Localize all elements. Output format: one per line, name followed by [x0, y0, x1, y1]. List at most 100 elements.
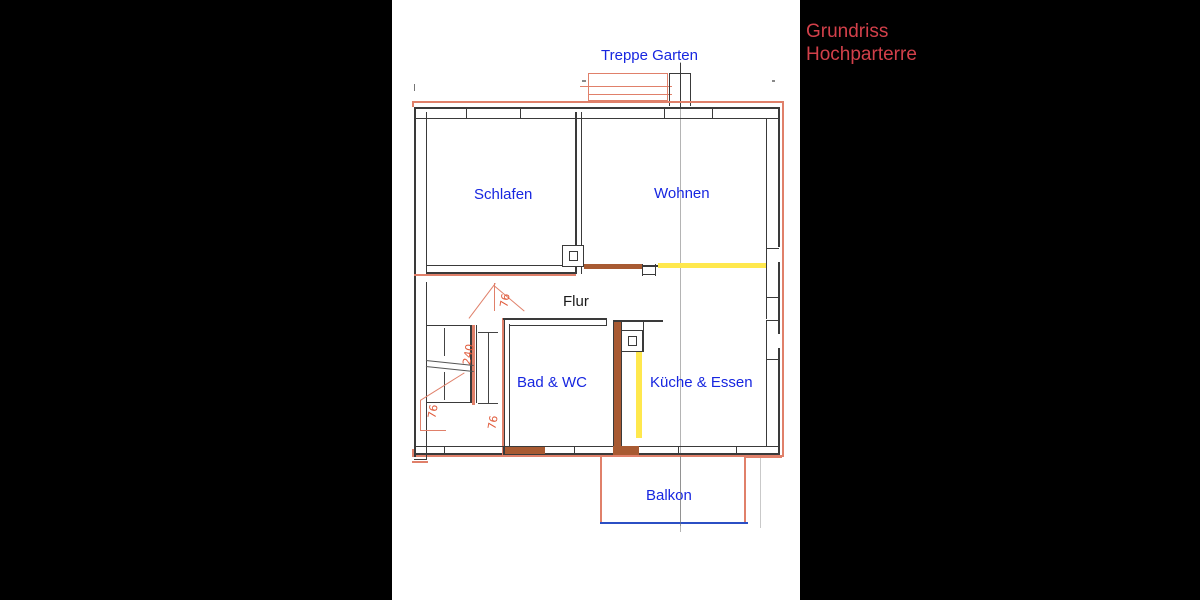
- label-treppe-garten: Treppe Garten: [601, 47, 698, 64]
- flur-wall-left-stub: [426, 265, 427, 274]
- schlafen-wall-bottom-inner: [426, 265, 576, 266]
- stair-red-triangle-upper: [468, 283, 496, 319]
- balkon-wall-right: [744, 456, 746, 524]
- partition-wall-kueche: [614, 322, 621, 446]
- scan-mark-mid: [582, 80, 586, 82]
- top-wall-tick-1: [466, 108, 467, 119]
- right-wall-reveal-1: [766, 248, 779, 249]
- balkon-rail-front: [600, 522, 748, 524]
- right-wall-inner-c: [766, 297, 767, 319]
- bad-wall-top-inner: [509, 325, 607, 326]
- pillar-box-kueche-inner: [628, 336, 637, 346]
- outer-wall-top-inner: [416, 118, 780, 119]
- highlight-wall-kueche: [636, 334, 642, 438]
- plan-title-line2: Hochparterre: [806, 44, 917, 65]
- label-balkon: Balkon: [646, 487, 692, 504]
- right-wall-inner-d: [766, 320, 767, 360]
- bottom-threshold-bad: [505, 447, 545, 454]
- handwritten-dimension-3: 76: [425, 403, 441, 420]
- outer-wall-bottom: [414, 453, 780, 455]
- bad-wall-left-red: [502, 318, 504, 456]
- bad-dim-arrow: [488, 332, 489, 404]
- red-overlay-left: [412, 101, 414, 107]
- stair-red-vert-lower: [420, 400, 421, 430]
- stair-arrow-down: [444, 372, 445, 400]
- bottom-wall-tick-4: [678, 446, 679, 455]
- right-wall-reveal-4: [766, 359, 779, 360]
- door-leaf-wohnen: [642, 274, 656, 275]
- left-return-wall: [426, 447, 427, 459]
- balkon-right-axis: [760, 456, 761, 528]
- door-jamb-wohnen: [642, 264, 643, 276]
- stair-bottom-edge: [427, 402, 472, 403]
- left-return-wall-red: [412, 461, 428, 463]
- plan-paper: Grundriss Hochparterre Treppe Garten: [392, 0, 917, 600]
- stair-red-vert-upper: [494, 283, 495, 311]
- bad-dim-cap-top: [478, 332, 498, 333]
- scan-mark-right: [772, 80, 775, 82]
- door-threshold-wohnen: [584, 264, 642, 269]
- left-return-wall-h: [414, 459, 427, 460]
- treppe-garten-step-1: [580, 86, 672, 87]
- plan-title: Grundriss Hochparterre: [806, 20, 917, 66]
- stair-wall-right-outer: [470, 325, 472, 403]
- scan-mark-left: [414, 84, 415, 91]
- outer-wall-right-mid: [778, 262, 780, 334]
- bottom-wall-inner: [416, 446, 780, 447]
- outer-wall-left-inner-lower: [426, 282, 427, 448]
- bad-wall-left-outer: [503, 318, 505, 454]
- bad-dim-cap-bottom: [478, 403, 498, 404]
- red-overlay-left-lower: [412, 449, 414, 457]
- partition-wall-kueche-outline-l: [613, 322, 614, 446]
- highlight-wall-wohnen: [658, 263, 766, 268]
- treppe-garten-arrow-stem: [680, 63, 681, 107]
- stair-wall-right-inner: [476, 325, 477, 403]
- stair-arrow-up: [444, 328, 445, 356]
- kueche-pillar-cap: [643, 320, 644, 352]
- stair-top-edge: [427, 325, 472, 326]
- top-wall-tick-2: [520, 108, 521, 119]
- bad-wall-left-inner: [509, 324, 510, 450]
- red-overlay-bottom: [412, 455, 784, 457]
- outer-wall-right-upper: [778, 107, 780, 247]
- kueche-top-rail: [613, 320, 663, 322]
- balkon-wall-left: [600, 456, 602, 524]
- outer-wall-right-lower: [778, 348, 780, 455]
- right-wall-reveal-2: [766, 297, 779, 298]
- bottom-wall-tick-3: [574, 446, 575, 455]
- treppe-garten-right-jamb: [669, 73, 670, 106]
- schlafen-wall-bottom: [426, 272, 576, 274]
- schlafen-bottom-red-overlay: [414, 274, 576, 276]
- top-wall-tick-3: [664, 108, 665, 119]
- bottom-wall-tick-1: [444, 446, 445, 455]
- handwritten-dimension-1: 76: [497, 292, 513, 309]
- center-axis-line: [680, 62, 681, 532]
- right-wall-inner-a: [766, 118, 767, 248]
- label-bad-wc: Bad & WC: [517, 374, 588, 391]
- right-wall-inner-e: [766, 359, 767, 447]
- red-overlay-top: [412, 101, 784, 103]
- treppe-garten-outer-right: [690, 73, 691, 106]
- bad-wall-top-outer: [503, 318, 607, 320]
- label-wohnen: Wohnen: [654, 185, 710, 202]
- stair-red-horiz-lower: [420, 430, 446, 431]
- balkon-center-axis: [680, 456, 681, 526]
- balkon-right-return: [744, 456, 782, 458]
- treppe-garten-outline: [588, 73, 668, 101]
- partition-wall-kueche-outline-r: [621, 322, 622, 446]
- label-kueche-essen: Küche & Essen: [650, 374, 753, 391]
- label-flur: Flur: [563, 293, 589, 310]
- label-schlafen: Schlafen: [474, 186, 533, 203]
- outer-wall-left: [414, 107, 416, 457]
- handwritten-dimension-4: 76: [485, 414, 501, 431]
- bad-wall-top-cap: [606, 318, 607, 326]
- right-wall-reveal-3: [766, 320, 779, 321]
- stair-flight-line-2: [425, 366, 474, 373]
- plan-title-line1: Grundriss: [806, 21, 889, 42]
- schlafen-wall-right-inner: [581, 112, 582, 274]
- door-jamb-wohnen-2: [655, 264, 656, 276]
- top-wall-tick-4: [712, 108, 713, 119]
- bottom-threshold-kueche: [613, 446, 639, 455]
- bottom-wall-tick-2: [503, 446, 504, 455]
